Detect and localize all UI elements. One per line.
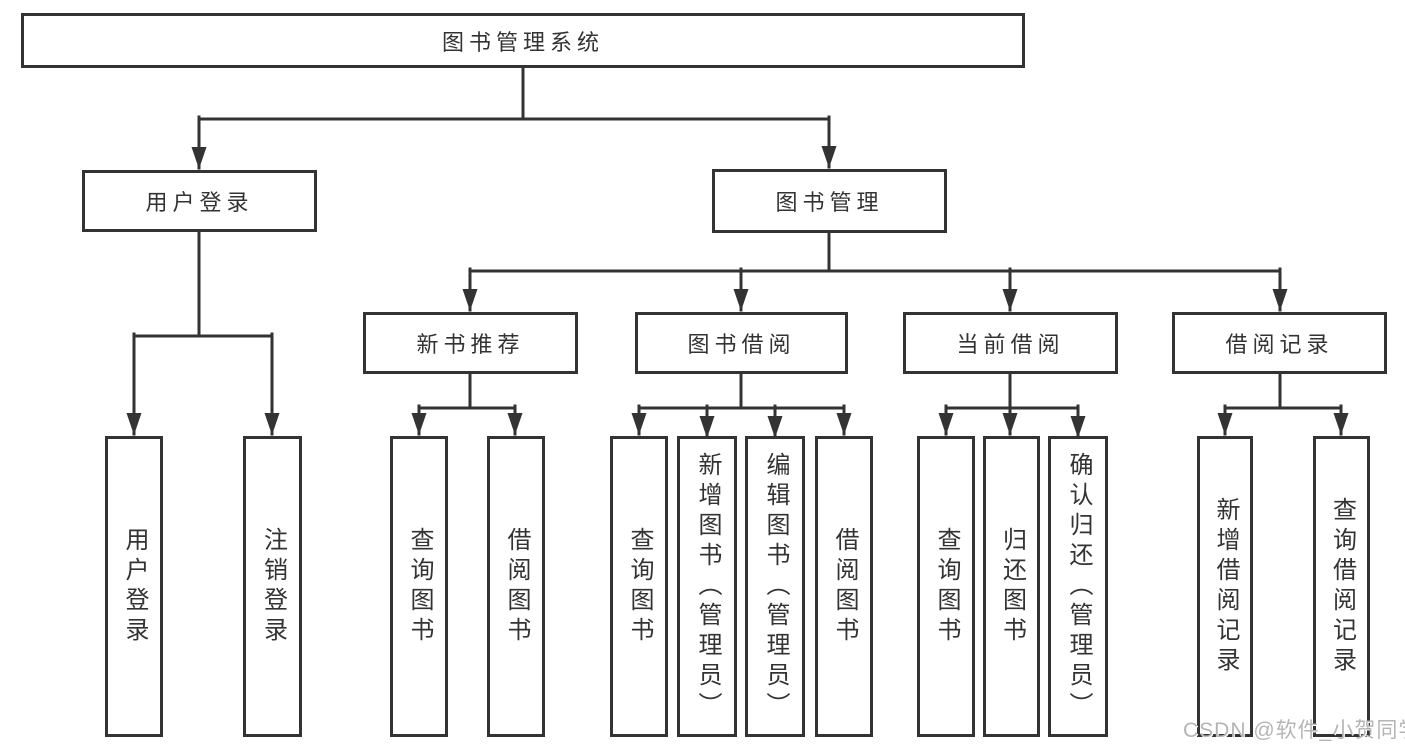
connector-book-management <box>468 231 1282 273</box>
connector-new-book-recommend <box>417 372 517 410</box>
leaf-records-query-record: 查询借阅记录 <box>1313 436 1370 737</box>
leaf-newbook-query-books: 查询图书 <box>390 436 448 737</box>
leaf-user-login: 用户登录 <box>105 436 163 737</box>
leaf-current-query-books: 查询图书 <box>917 436 975 737</box>
connector-book-borrowing <box>637 372 846 410</box>
leaf-newbook-borrow-books: 借阅图书 <box>487 436 545 737</box>
leaf-current-return-books: 归还图书 <box>983 436 1040 737</box>
connector-current-borrowing <box>944 372 1080 410</box>
node-library-management-system: 图书管理系统 <box>21 13 1025 68</box>
node-current-borrowing: 当前借阅 <box>903 312 1118 374</box>
leaf-borrow-edit-books-admin: 编辑图书（管理员） <box>745 436 805 737</box>
node-user-login: 用户登录 <box>82 170 317 232</box>
csdn-watermark: CSDN @软件_小贺同学 <box>1183 719 1405 742</box>
node-borrowing-records: 借阅记录 <box>1172 312 1387 374</box>
leaf-current-confirm-return-admin: 确认归还（管理员） <box>1048 436 1108 737</box>
node-new-book-recommend: 新书推荐 <box>363 312 578 374</box>
connector-borrowing-records <box>1223 372 1343 410</box>
connector-user-login <box>132 230 274 338</box>
leaf-records-add-record: 新增借阅记录 <box>1197 436 1253 737</box>
leaf-borrow-borrow-books: 借阅图书 <box>815 436 873 737</box>
node-book-management: 图书管理 <box>712 169 947 233</box>
leaf-borrow-add-books-admin: 新增图书（管理员） <box>677 436 737 737</box>
leaf-borrow-query-books: 查询图书 <box>610 436 668 737</box>
connector-root <box>197 66 831 121</box>
leaf-logout: 注销登录 <box>243 436 302 737</box>
node-book-borrowing: 图书借阅 <box>635 312 848 374</box>
